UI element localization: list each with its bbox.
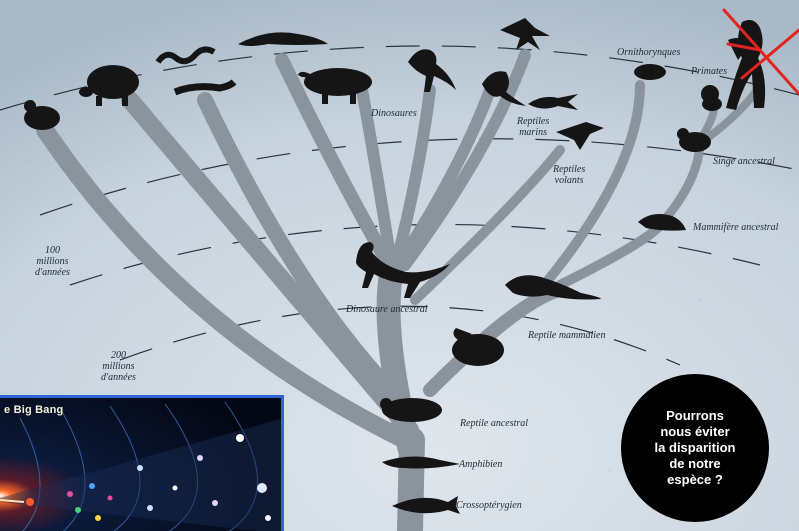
question-bubble: Pourrons nous éviter la disparition de n…	[621, 374, 769, 522]
label-primates: Primates	[691, 66, 727, 77]
inset-title: e Big Bang	[4, 404, 63, 416]
label-dinosaure-ancestral: Dinosaure ancestral	[346, 304, 428, 315]
label-ornithorynques: Ornithorynques	[617, 47, 680, 58]
label-reptile-ancestral: Reptile ancestral	[460, 418, 528, 429]
label-reptile-mammalien: Reptile mammalien	[528, 330, 605, 341]
label-mammifere-ancestral: Mammifère ancestral	[693, 222, 778, 233]
label-crossopterygien: Crossoptérygien	[456, 500, 522, 511]
label-reptiles-volants: Reptiles volants	[553, 164, 585, 186]
time-marker-200: 200 millions d'années	[101, 350, 136, 383]
label-singe-ancestral: Singe ancestral	[713, 156, 775, 167]
time-marker-100: 100 millions d'années	[35, 245, 70, 278]
big-bang-illustration	[0, 398, 284, 531]
label-amphibien: Amphibien	[459, 459, 502, 470]
label-dinosaures: Dinosaures	[371, 108, 417, 119]
question-text: Pourrons nous éviter la disparition de n…	[640, 408, 750, 488]
big-bang-inset: e Big Bang	[0, 395, 284, 531]
label-reptiles-marins: Reptiles marins	[517, 116, 549, 138]
